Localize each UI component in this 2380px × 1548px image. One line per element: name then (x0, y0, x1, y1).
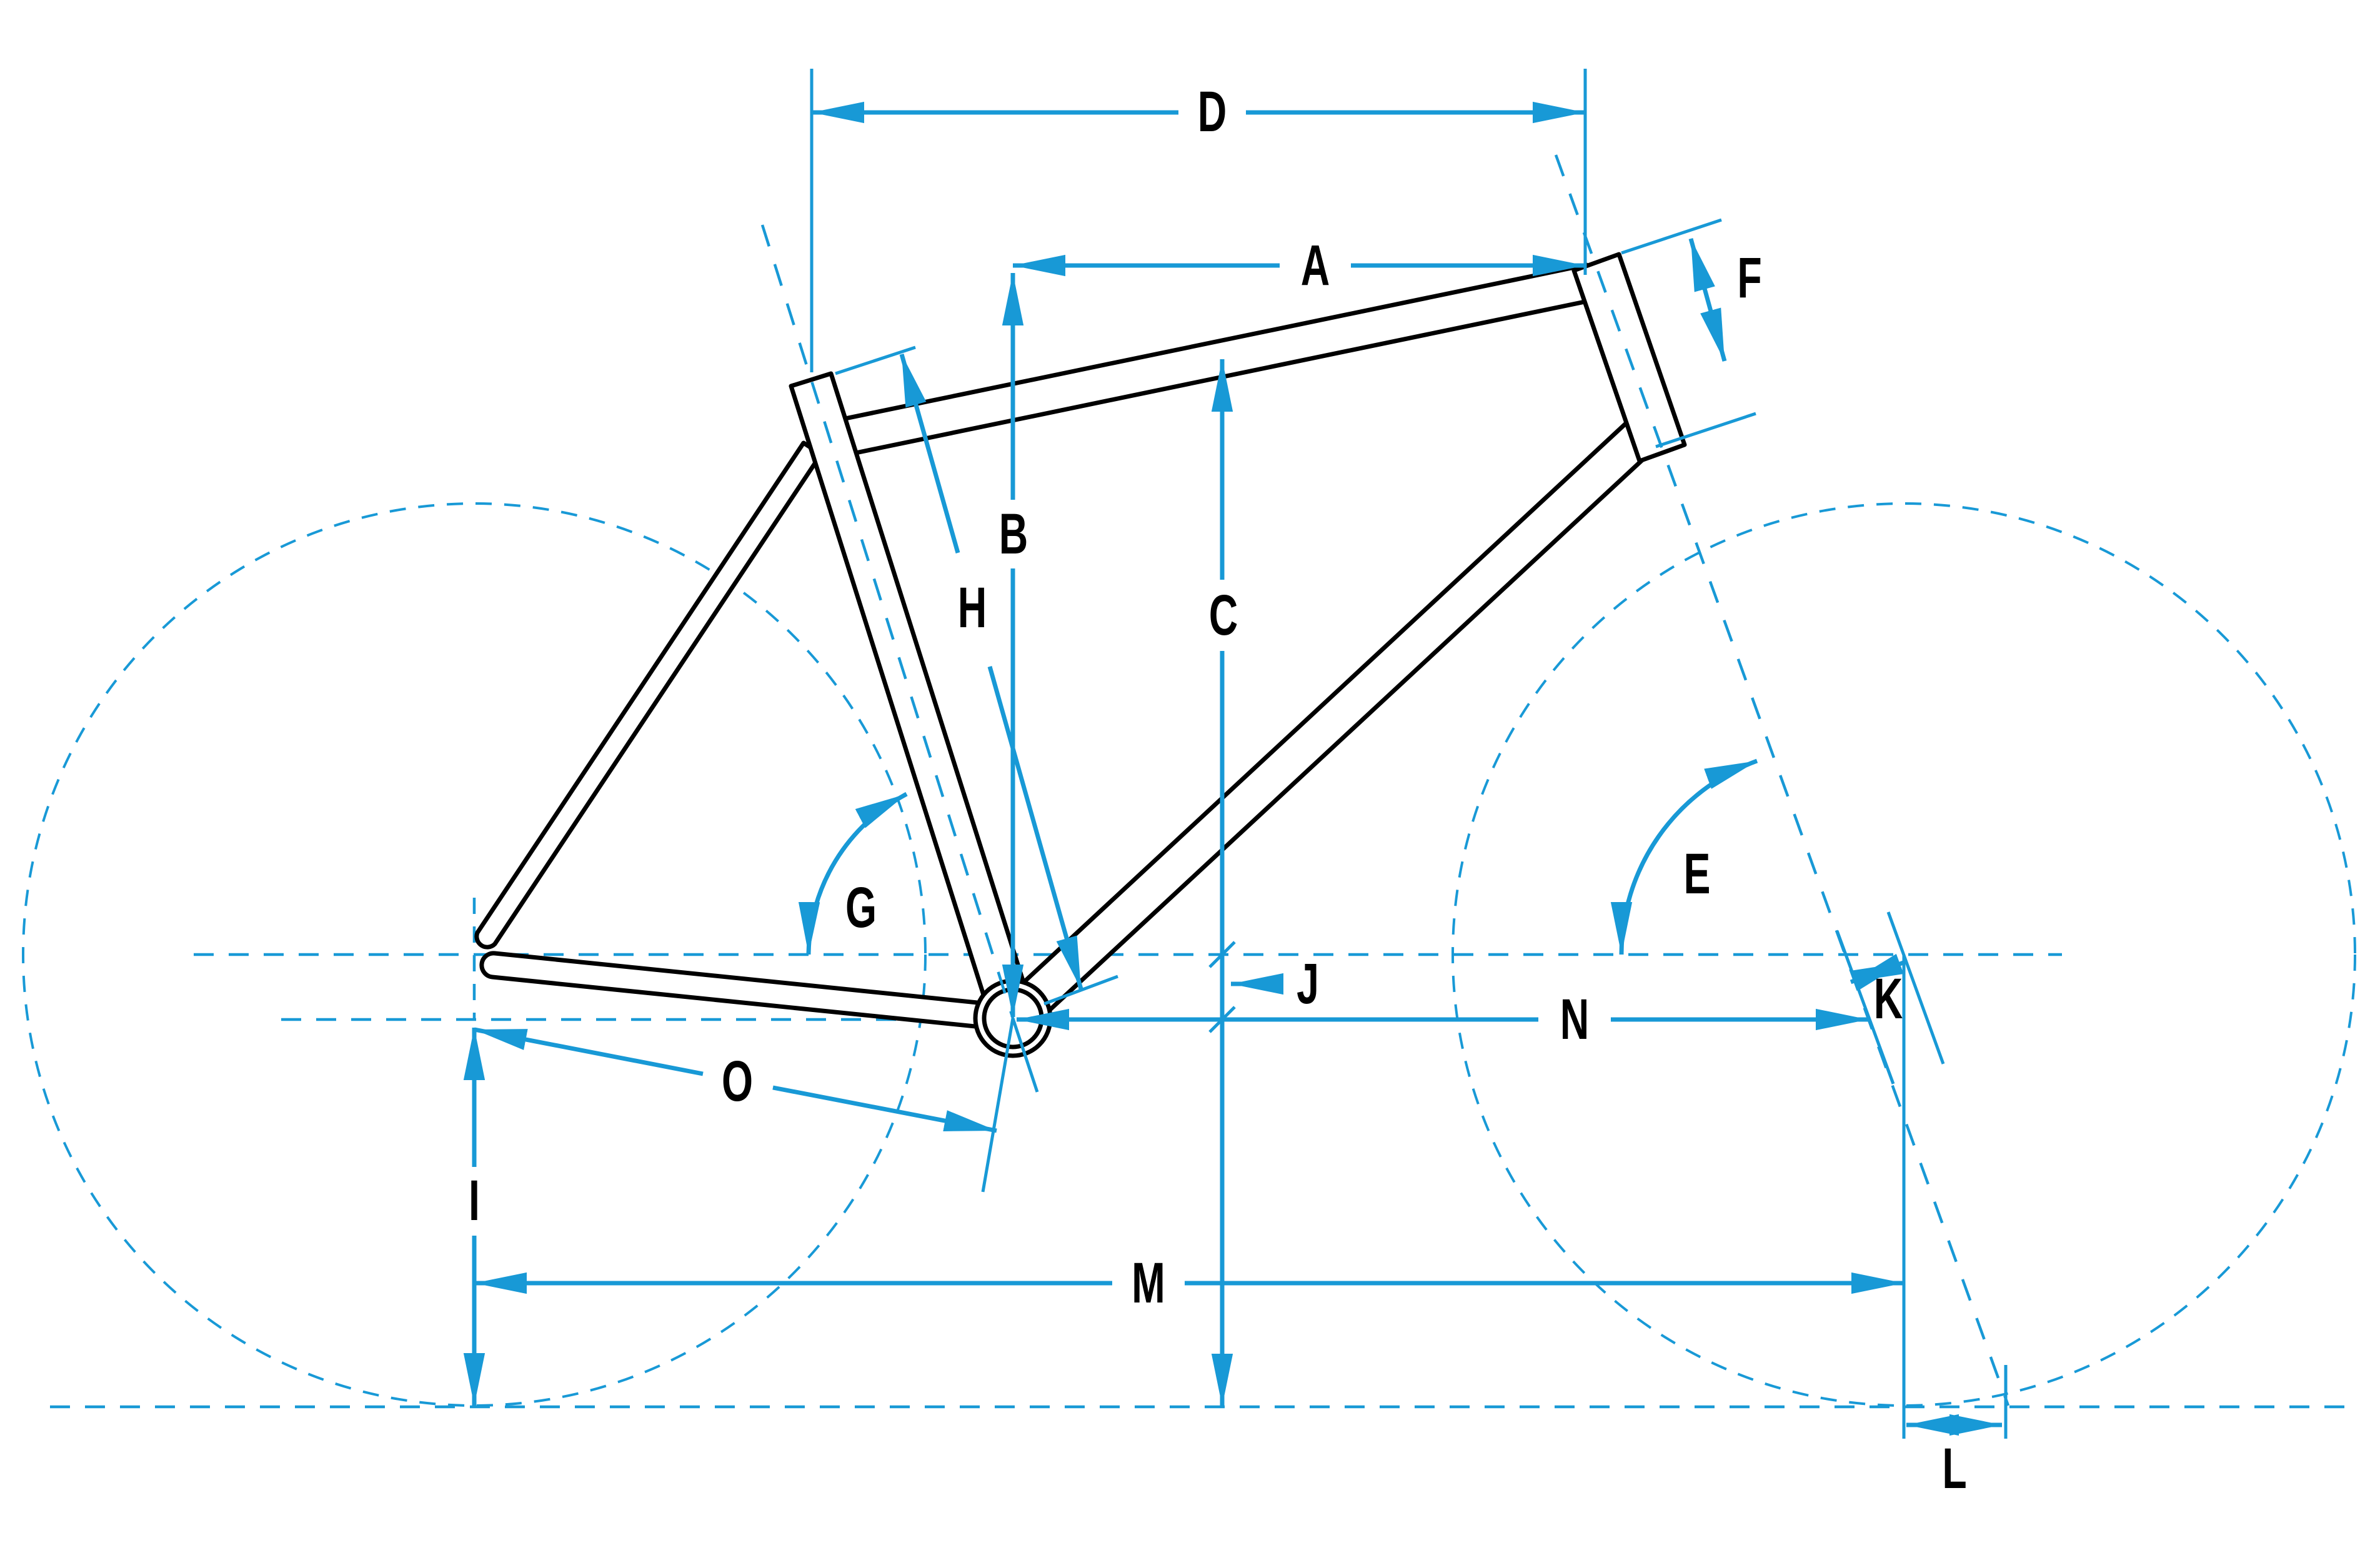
reference-lines-under (22, 502, 2356, 1409)
dim-K-arrow (1850, 953, 1904, 991)
dim-F-line (1688, 238, 1727, 362)
dimension-labels: A B C D E F G H I J K L M N O (469, 79, 1967, 1501)
steering-axis (1554, 154, 2010, 1406)
dim-H-line-top (899, 354, 960, 553)
label-K: K (1874, 966, 1903, 1031)
dim-F-witness-top (1621, 218, 1722, 255)
dim-H-witness-bottom (1043, 975, 1118, 1006)
label-I: I (469, 1168, 480, 1233)
dim-E-arc (1610, 758, 1758, 955)
label-G: G (845, 875, 877, 940)
top-tube (822, 262, 1596, 460)
label-A: A (1301, 233, 1330, 297)
dim-L (1902, 955, 2008, 1439)
dim-O-line-left (474, 1027, 704, 1076)
label-L: L (1942, 1436, 1966, 1501)
dim-G-arc (798, 791, 908, 955)
dim-K-steering-axis-witness (1835, 930, 1895, 1084)
dim-K (1835, 911, 1945, 1084)
chain-stay (479, 951, 1017, 1033)
seat-axis-extension (1011, 1018, 1039, 1093)
dim-C (1208, 359, 1236, 1406)
label-D: D (1198, 79, 1227, 144)
dim-G (798, 791, 1039, 1093)
dim-H-witness-top (835, 345, 916, 375)
bike-frame (474, 252, 1687, 1058)
seat-tube-axis (760, 224, 1015, 1019)
dim-H-line-bottom (987, 666, 1083, 990)
label-B: B (999, 502, 1028, 566)
dim-F-witness-bottom (1655, 412, 1756, 449)
label-F: F (1737, 246, 1761, 310)
label-O: O (722, 1049, 753, 1113)
label-M: M (1132, 1251, 1165, 1315)
dimensions (463, 69, 2008, 1439)
dim-F (1621, 218, 1756, 449)
label-N: N (1560, 987, 1590, 1051)
seat-stay (474, 440, 824, 950)
dim-O-witness (981, 1018, 1015, 1193)
label-J: J (1297, 951, 1319, 1016)
front-wheel-circle (1451, 502, 2356, 1407)
rear-wheel-circle (22, 502, 927, 1407)
dim-O-line-right (772, 1085, 997, 1133)
dim-D (810, 69, 1587, 372)
axis-lines (760, 154, 2010, 1406)
dim-K-hub-parallel-line (1886, 911, 1945, 1064)
label-C: C (1209, 583, 1238, 647)
dim-O (474, 1018, 1015, 1193)
dim-H (835, 345, 1118, 1006)
down-tube (997, 420, 1656, 1034)
label-H: H (958, 575, 987, 640)
label-E: E (1684, 841, 1711, 906)
dim-J-tick-top (1208, 941, 1236, 968)
